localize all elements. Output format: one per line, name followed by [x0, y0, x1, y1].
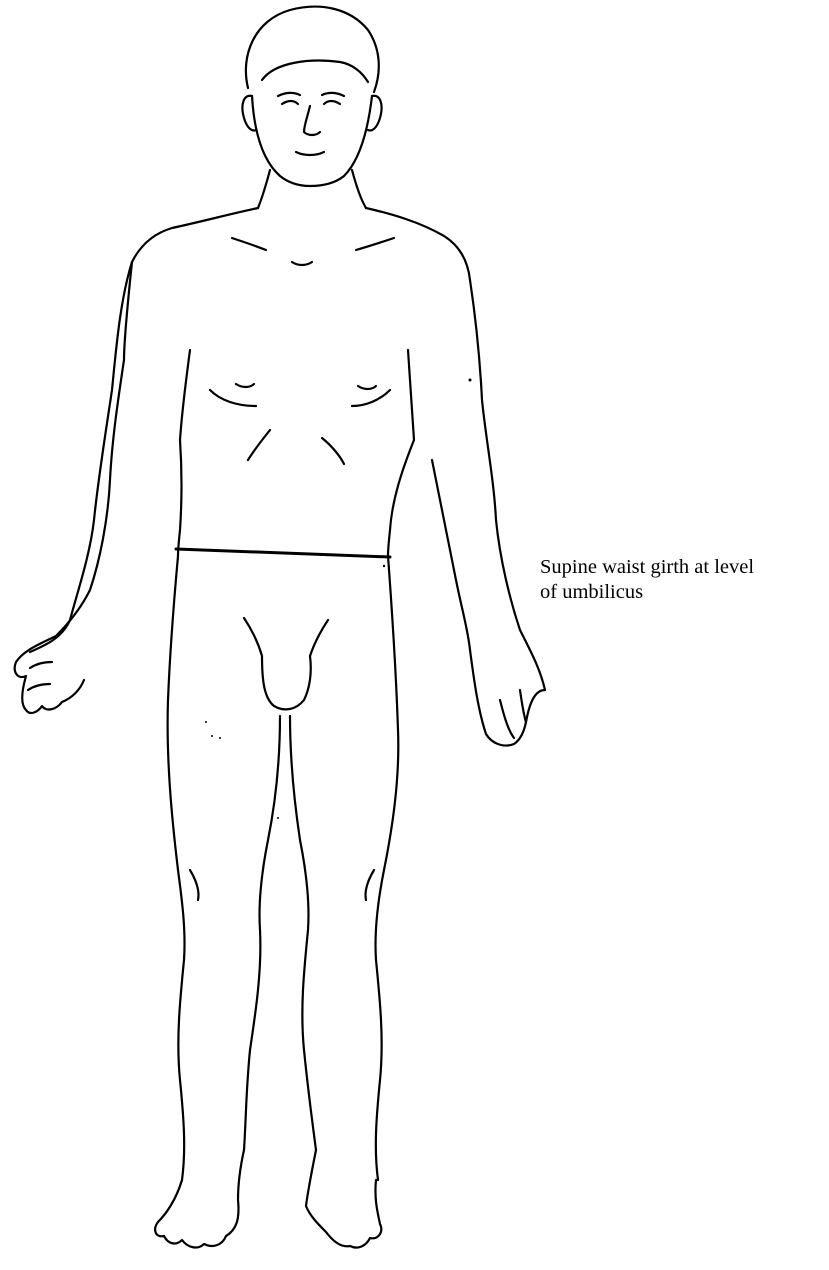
sternal-notch [292, 262, 312, 265]
left-leg-outer [168, 556, 185, 1180]
left-forearm-inner [56, 360, 124, 636]
right-rib-margin [322, 438, 344, 464]
left-rib-margin [248, 430, 270, 460]
right-shoulder [366, 208, 470, 280]
hairline [262, 61, 368, 82]
left-hand-outline [15, 636, 84, 713]
torso [30, 262, 545, 690]
right-eye [324, 101, 340, 104]
right-leg-outer [375, 556, 398, 1180]
right-leg [290, 556, 398, 1248]
genitals [262, 656, 311, 709]
left-fingers [28, 662, 52, 690]
left-clavicle [232, 238, 266, 250]
nose [304, 106, 320, 135]
right-groin-line [310, 620, 328, 656]
right-eyebrow [322, 93, 344, 96]
left-pectoral [210, 390, 256, 406]
neck-left [258, 170, 270, 208]
right-knee [365, 870, 374, 900]
annotation-line-1: Supine waist girth at level [540, 555, 825, 580]
groin [244, 618, 328, 709]
face-right-contour [310, 96, 372, 186]
left-knee [190, 870, 199, 900]
left-nipple [236, 384, 254, 387]
annotation-line-2: of umbilicus [540, 580, 825, 605]
right-leg-inner [290, 716, 316, 1150]
left-shoulder [132, 208, 258, 262]
right-clavicle [356, 238, 394, 250]
head [242, 7, 381, 186]
left-arm-outer [30, 262, 132, 652]
right-hand [432, 460, 545, 746]
left-torso-side [178, 440, 182, 556]
hair-outline [246, 7, 379, 92]
neck-right [352, 170, 366, 208]
right-nipple [358, 386, 376, 389]
waist-girth-measurement-line [176, 549, 390, 557]
left-eyebrow [278, 93, 300, 96]
neck-shoulders [132, 170, 470, 280]
face-left-contour [252, 96, 310, 186]
mouth [296, 152, 324, 155]
left-foot [155, 1150, 244, 1247]
scan-specks [205, 379, 472, 820]
left-armpit [180, 350, 190, 440]
right-hand-outline [470, 650, 545, 746]
left-leg-inner [244, 716, 280, 1150]
left-groin-line [244, 618, 262, 656]
right-armpit [408, 350, 414, 440]
right-torso-side [388, 440, 414, 556]
waist-girth-annotation: Supine waist girth at level of umbilicus [540, 555, 825, 605]
left-eye [282, 101, 298, 104]
right-arm-outer [470, 280, 545, 690]
right-foot [306, 1150, 381, 1248]
right-fingers [500, 690, 526, 738]
right-pectoral [352, 390, 390, 406]
right-forearm-inner [432, 460, 470, 650]
